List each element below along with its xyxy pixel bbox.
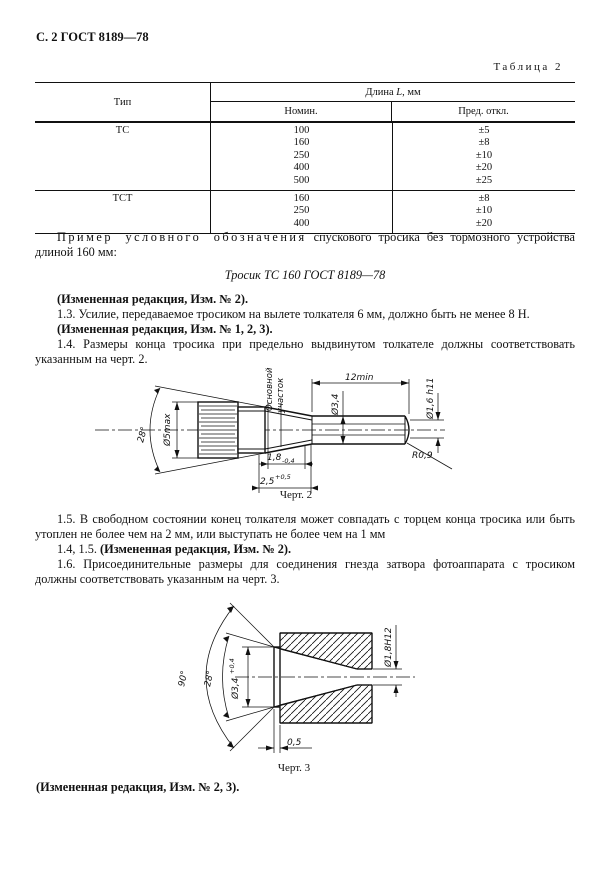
deviation-values: ±5 ±8 ±10 ±20 ±25 (392, 123, 575, 191)
cell-nominal: 160 (293, 137, 310, 149)
dim18-label: 1,8 (267, 453, 282, 463)
paragraph-1415-num: 1.4, 1.5. (57, 542, 101, 556)
table-header: Тип Длина L, мм Номин. Пред. откл. (35, 83, 575, 123)
cell-deviation: ±20 (475, 217, 493, 229)
dim25-label: 2,5 (260, 477, 275, 487)
paragraph-1415-bold: (Измененная редакция, Изм. № 2). (100, 542, 292, 556)
cell-nominal: 400 (293, 217, 310, 229)
svg-text:90°: 90° (177, 670, 190, 688)
example-spaced-text: Пример условного обозначения (57, 230, 307, 244)
dim18-tolerance: -0,4 (282, 457, 295, 465)
svg-text:Ø3,4: Ø3,4 (330, 393, 341, 416)
paragraph-example: Пример условного обозначения спускового … (35, 230, 575, 260)
paragraph-1415: 1.4, 1.5. (Измененная редакция, Изм. № 2… (35, 542, 575, 557)
angle-28-label: 28° (136, 426, 150, 444)
length-post: , мм (402, 87, 421, 98)
dia16-label: Ø1,6 h11 (425, 378, 436, 420)
type-label: ТС (115, 125, 130, 136)
svg-text:28°: 28° (203, 670, 216, 688)
cell-nominal: 250 (293, 205, 310, 217)
angle-90-label: 90° (177, 670, 190, 688)
page-header: С. 2 ГОСТ 8189—78 (36, 30, 149, 44)
drawing2-caption: Черт. 2 (280, 489, 312, 501)
col-header-nominal: Номин. (284, 106, 318, 117)
dim05-label: 0,5 (287, 738, 302, 748)
paragraph-1-3: 1.3. Усилие, передаваемое тросиком на вы… (57, 307, 530, 321)
nominal-values: 160 250 400 (210, 191, 392, 234)
text-block-middle: 1.5. В свободном состоянии конец толкате… (35, 512, 575, 587)
type-label: ТСТ (112, 193, 133, 205)
svg-text:Ø1,8H12: Ø1,8H12 (383, 627, 394, 668)
table-row-group-tct: ТСТ 160 250 400 ±8 ±10 ±20 (35, 190, 575, 234)
table-2: Тип Длина L, мм Номин. Пред. откл. ТС 10… (35, 82, 575, 235)
col-header-length: Длина L, мм Номин. Пред. откл. (210, 83, 575, 121)
svg-text:+0,4: +0,4 (228, 658, 236, 674)
paragraph-1-5: 1.5. В свободном состоянии конец толкате… (35, 512, 575, 541)
paragraph-1-6: 1.6. Присоединительные размеры для соеди… (35, 557, 575, 586)
svg-text:Ø5max: Ø5max (162, 413, 173, 447)
example-rest-text: спускового тросика без тормозного устрой… (35, 230, 575, 259)
cell-nominal: 250 (293, 149, 310, 161)
cell-deviation: ±10 (475, 149, 493, 161)
cell-deviation: ±8 (478, 193, 490, 205)
svg-text:Ø1,6 h11: Ø1,6 h11 (425, 378, 436, 420)
svg-text:28°: 28° (136, 426, 150, 444)
section-label-line1: Основной (265, 367, 275, 411)
dia5-label: Ø5max (162, 413, 173, 447)
drawing-chert-2: 28° Ø5max (95, 367, 453, 501)
drawing-chert-3: 90° 28° Ø3,4 +0,4 Ø1,8H12 0,5 Черт. 3 (177, 602, 415, 774)
cell-nominal: 500 (293, 174, 310, 186)
paragraph-final: (Измененная редакция, Изм. № 2, 3). (36, 780, 240, 794)
dim25-tolerance: +0,5 (275, 473, 291, 481)
dia34-label: Ø3,4 +0,4 (228, 658, 241, 700)
table-caption: Таблица 2 (493, 61, 563, 73)
length-title: Длина L, мм (211, 83, 575, 102)
dia18-label: Ø1,8H12 (383, 627, 394, 668)
text-block-upper: Пример условного обозначения спускового … (35, 230, 575, 367)
cell-deviation: ±20 (475, 162, 493, 174)
deviation-values: ±8 ±10 ±20 (392, 191, 575, 234)
cell-deviation: ±10 (475, 205, 493, 217)
paragraph-ed123: (Измененная редакция, Изм. № 1, 2, 3). (57, 322, 273, 336)
length-var: L (396, 87, 403, 98)
col-header-type: Тип (113, 96, 132, 108)
svg-text:Основной: Основной (265, 367, 275, 411)
cell-nominal: 400 (293, 162, 310, 174)
cell-deviation: ±8 (478, 137, 490, 149)
cell-deviation: ±25 (475, 174, 493, 186)
cell-nominal: 160 (293, 193, 310, 205)
paragraph-1-4: 1.4. Размеры конца тросика при предельно… (35, 337, 575, 366)
len12-label: 12min (345, 373, 374, 383)
section-label-line2: участок (276, 377, 286, 414)
col-header-deviation: Пред. откл. (391, 102, 575, 121)
drawing3-caption: Черт. 3 (278, 762, 311, 774)
angle-28-label: 28° (203, 670, 216, 688)
designation-line: Тросик ТС 160 ГОСТ 8189—78 (224, 268, 386, 282)
dia34-label: Ø3,4 (330, 393, 341, 416)
nominal-values: 100 160 250 400 500 (210, 123, 392, 191)
cell-nominal: 100 (293, 125, 310, 136)
cell-deviation: ±5 (478, 125, 490, 136)
table-row-group-tc: ТС 100 160 250 400 500 ±5 ±8 ±10 ±20 ±25 (35, 123, 575, 191)
paragraph-ed2: (Измененная редакция, Изм. № 2). (57, 292, 249, 306)
svg-text:участок: участок (276, 377, 286, 414)
svg-text:Ø3,4: Ø3,4 (230, 677, 241, 700)
length-pre: Длина (365, 87, 397, 98)
radius-label: R0,9 (412, 451, 433, 461)
